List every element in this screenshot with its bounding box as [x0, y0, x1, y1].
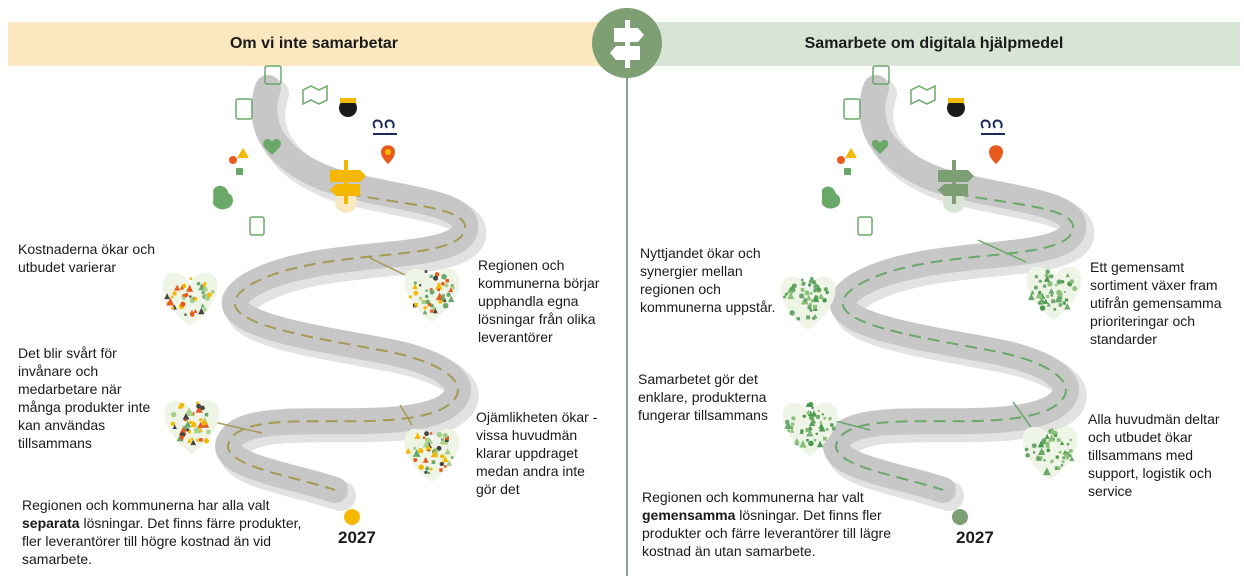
right-note-3: Samarbetet gör det enklare, produkterna … — [638, 371, 768, 423]
heart-icon — [263, 139, 281, 156]
left-note-2: Regionen och kommunerna börjar upphandla… — [478, 257, 600, 345]
left-cluster-1 — [162, 272, 218, 326]
left-title-banner: Om vi inte samarbetar — [8, 22, 620, 66]
right-note-1: Nyttjandet ökar och synergier mellan reg… — [640, 245, 776, 315]
right-title: Samarbete om digitala hjälpmedel — [804, 35, 1064, 52]
left-note-1: Kostnaderna ökar och utbudet varierar — [18, 241, 155, 275]
mask-icon — [339, 99, 357, 117]
right-conclusion: Regionen och kommunerna har valt gemensa… — [642, 489, 892, 559]
left-cluster-3 — [164, 400, 220, 454]
map-icon — [302, 84, 328, 106]
signpost-icon — [938, 160, 974, 204]
left-icons — [212, 65, 328, 236]
left-title: Om vi inte samarbetar — [229, 35, 399, 52]
chain-icon — [372, 119, 397, 135]
right-cluster-2 — [1026, 266, 1082, 320]
right-road — [792, 88, 1079, 525]
leaf-icon — [212, 185, 233, 210]
right-cluster-3 — [782, 402, 838, 456]
right-icons — [821, 65, 1005, 236]
left-cluster-2 — [404, 268, 460, 322]
left-note-3: Det blir svårt för invånare och medarbet… — [18, 345, 151, 451]
shapes-icon — [229, 148, 249, 175]
document-icon — [235, 98, 253, 120]
left-year: 2027 — [338, 528, 376, 547]
center-divider — [626, 66, 628, 576]
left-conclusion: Regionen och kommunerna har alla valt se… — [22, 497, 302, 567]
right-title-banner: Samarbete om digitala hjälpmedel — [628, 22, 1240, 66]
file-icon — [249, 216, 265, 236]
right-note-2: Ett gemensamt sortiment växer fram utifr… — [1090, 259, 1222, 347]
right-year: 2027 — [956, 528, 994, 547]
left-note-4: Ojämlikheten ökar - vissa huvudmän klara… — [476, 409, 598, 497]
right-cluster-1 — [780, 276, 836, 330]
right-cluster-4 — [1022, 426, 1078, 480]
signpost-icon — [330, 160, 366, 204]
left-cluster-4 — [404, 428, 460, 482]
crossroads-sign-icon — [592, 8, 662, 78]
clipboard-icon — [264, 65, 282, 85]
right-goal-dot — [952, 509, 968, 525]
right-note-4: Alla huvudmän deltar och utbudet ökar ti… — [1088, 411, 1220, 499]
left-goal-dot — [344, 509, 360, 525]
